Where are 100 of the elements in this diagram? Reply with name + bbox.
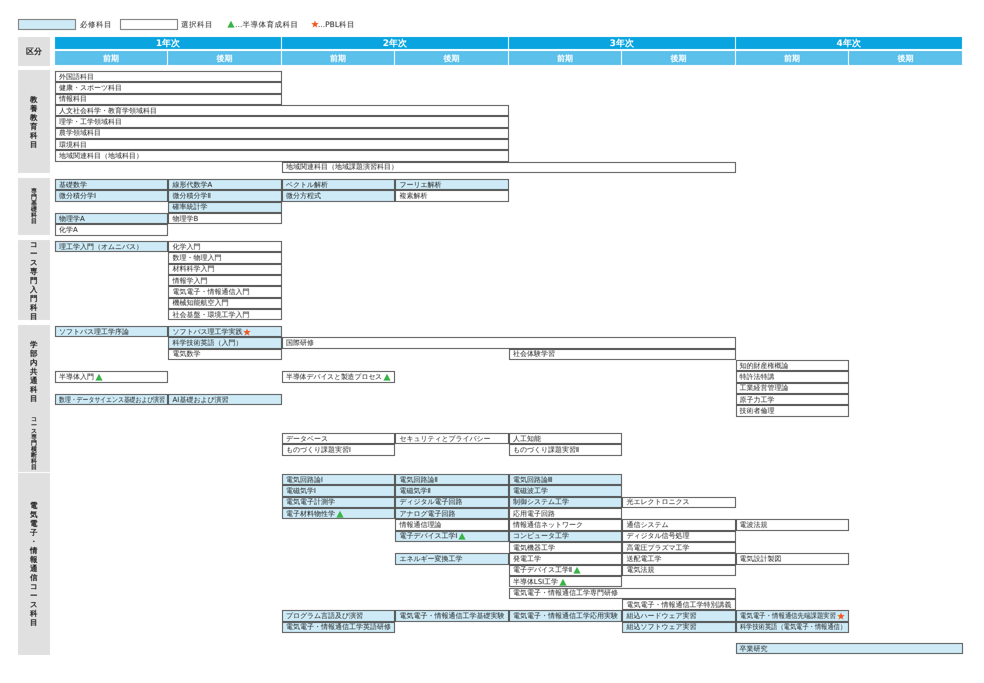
course-box (168, 337, 282, 349)
semester-label: 後期 (216, 52, 233, 64)
semester-header (395, 51, 508, 65)
course-box (282, 337, 736, 349)
course-box (55, 71, 282, 82)
semester-header (168, 51, 281, 65)
category-band (18, 416, 50, 472)
course-box (508, 485, 622, 497)
course-box (282, 622, 396, 633)
semester-label: 前期 (103, 52, 120, 64)
course-box (736, 382, 850, 394)
course-box (508, 530, 622, 542)
course-box (168, 275, 282, 286)
course-box (282, 190, 396, 202)
course-box (55, 82, 282, 94)
semester-header (622, 51, 735, 65)
course-box (395, 474, 509, 486)
course-box (508, 610, 622, 622)
course-box (55, 128, 509, 140)
course-box (508, 496, 622, 508)
year-header (736, 37, 962, 49)
course-box (736, 610, 850, 622)
course-box (168, 298, 282, 310)
course-box (282, 485, 396, 497)
course-box (622, 598, 736, 610)
course-box (508, 508, 622, 520)
course-box (736, 622, 850, 633)
course-box (395, 610, 509, 622)
course-box (55, 150, 509, 162)
course-box (55, 224, 168, 236)
semester-header (849, 51, 962, 65)
course-box (622, 496, 736, 508)
course-box (282, 179, 396, 190)
course-box (622, 553, 736, 565)
course-box (622, 564, 736, 576)
course-box (168, 309, 282, 320)
category-band (18, 240, 50, 320)
course-box (508, 588, 736, 599)
semester-label: 前期 (330, 52, 346, 64)
category-band (18, 325, 50, 417)
course-box (395, 433, 509, 444)
course-box (395, 179, 509, 190)
course-box (395, 508, 509, 520)
header-cell (18, 37, 50, 66)
course-box (282, 508, 396, 520)
course-box (622, 610, 736, 622)
course-box (508, 474, 622, 486)
course-box (395, 519, 509, 531)
course-box (282, 371, 396, 383)
course-box (622, 542, 736, 554)
course-box (168, 264, 282, 276)
course-box (736, 405, 850, 417)
course-box (168, 213, 282, 224)
course-box (168, 252, 282, 264)
semester-header (736, 51, 848, 65)
course-box (282, 444, 396, 456)
course-box (508, 519, 622, 531)
course-box (55, 213, 168, 224)
course-box (395, 485, 509, 497)
course-box (168, 241, 282, 252)
course-box (168, 326, 282, 338)
course-box (55, 105, 509, 116)
year-header (282, 37, 508, 49)
year-label: 4年次 (836, 38, 861, 49)
course-box (168, 286, 282, 298)
course-box (282, 433, 396, 444)
course-box (736, 519, 850, 531)
header-label: 区分 (26, 46, 42, 57)
semester-header (282, 51, 394, 65)
course-box (736, 360, 850, 372)
semester-label: 前期 (557, 52, 574, 64)
semester-header (508, 51, 622, 65)
course-box (508, 542, 622, 554)
course-box (395, 553, 509, 565)
course-box (55, 179, 168, 190)
course-box (55, 241, 168, 252)
year-label: 1年次 (156, 38, 180, 49)
course-box (168, 202, 282, 214)
course-box (622, 530, 736, 542)
year-header (55, 37, 281, 49)
course-box (736, 371, 850, 383)
course-box (282, 162, 736, 174)
course-box (55, 326, 168, 338)
year-label: 3年次 (610, 38, 634, 49)
course-box (508, 564, 622, 576)
course-box (508, 433, 622, 444)
course-box (736, 643, 963, 654)
semester-label: 後期 (670, 52, 686, 64)
course-box (395, 190, 509, 202)
course-box (622, 519, 736, 531)
course-box (55, 190, 168, 202)
course-box (168, 190, 282, 202)
course-box (55, 371, 168, 383)
year-label: 2年次 (382, 38, 407, 49)
course-box (508, 444, 622, 456)
category-band (18, 473, 50, 655)
course-box (55, 394, 168, 406)
course-box (168, 179, 282, 190)
semester-label: 前期 (784, 52, 800, 64)
course-box (168, 348, 282, 360)
